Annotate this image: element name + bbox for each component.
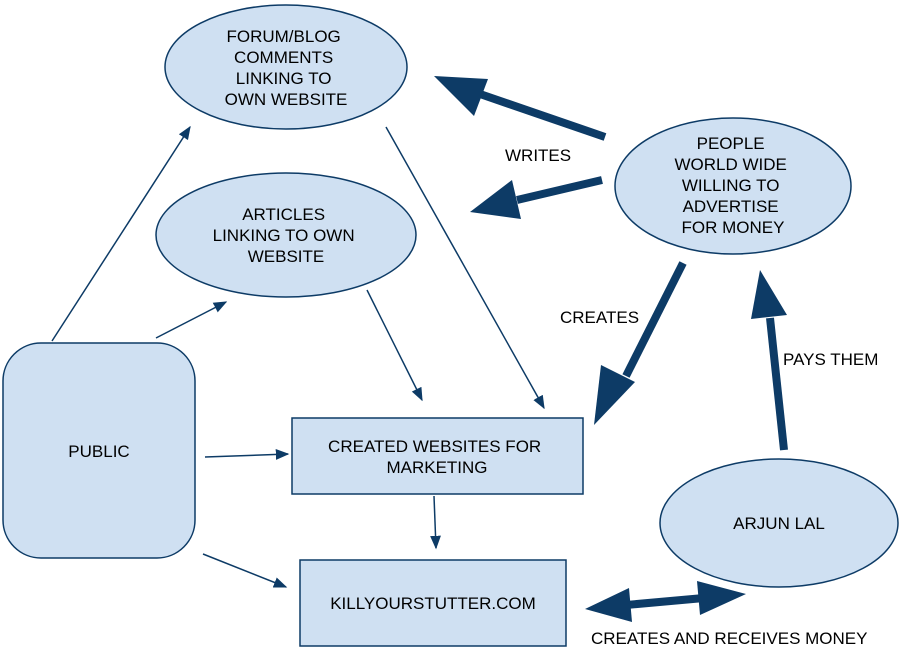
thick-double-arrow-killyourstutter-arjun xyxy=(585,581,746,622)
people-line-1: PEOPLE xyxy=(697,134,765,153)
svg-text:ARJUN LAL: ARJUN LAL xyxy=(733,514,825,533)
svg-text:PEOPLE WORLD WIDE: PEOPLE WORLD WIDE WILLING TO ADVERTISE F… xyxy=(674,134,791,237)
label-writes: WRITES xyxy=(505,146,571,165)
people-line-5: FOR MONEY xyxy=(682,218,785,237)
label-pays-them: PAYS THEM xyxy=(783,350,878,369)
svg-text:PUBLIC: PUBLIC xyxy=(68,442,129,461)
thick-arrow-people-to-forum xyxy=(434,76,607,141)
node-articles: ARTICLES LINKING TO OWN WEBSITE xyxy=(155,172,417,298)
arrow-public-to-forum xyxy=(51,125,191,342)
public-label: PUBLIC xyxy=(68,442,129,461)
thick-arrow-people-to-created-websites xyxy=(594,261,687,425)
articles-line-1: ARTICLES xyxy=(242,205,325,224)
forum-line-3: LINKING TO xyxy=(236,69,332,88)
created-websites-line-1: CREATED WEBSITES FOR xyxy=(328,437,541,456)
label-creates: CREATES xyxy=(560,308,639,327)
articles-line-3: WEBSITE xyxy=(248,247,325,266)
node-killyourstutter: KILLYOURSTUTTER.COM xyxy=(299,559,567,647)
articles-line-2: LINKING TO OWN xyxy=(213,226,355,245)
node-forum-blog-comments: FORUM/BLOG COMMENTS LINKING TO OWN WEBSI… xyxy=(164,4,408,130)
forum-line-4: OWN WEBSITE xyxy=(225,90,348,109)
arrow-public-to-articles xyxy=(155,301,228,339)
node-created-websites: CREATED WEBSITES FOR MARKETING xyxy=(291,417,584,495)
people-line-2: WORLD WIDE xyxy=(674,155,786,174)
svg-text:CREATED WEBSITES FOR MAR: CREATED WEBSITES FOR MARKETING xyxy=(328,437,546,477)
arrow-created-websites-to-killyourstutter xyxy=(430,495,441,550)
arjun-label: ARJUN LAL xyxy=(733,514,825,533)
svg-text:ARTICLES LINKING TO OWN: ARTICLES LINKING TO OWN WEBSITE xyxy=(213,205,360,266)
svg-text:FORUM/BLOG COMMENTS: FORUM/BLOG COMMENTS LINKING TO OWN WEBSI… xyxy=(225,27,348,109)
label-creates-and-receives-money: CREATES AND RECEIVES MONEY xyxy=(591,629,867,648)
node-arjun-lal: ARJUN LAL xyxy=(659,458,899,588)
arrow-public-to-killyourstutter xyxy=(202,553,288,588)
thick-arrow-arjun-to-people xyxy=(751,270,788,451)
node-public: PUBLIC xyxy=(2,342,196,559)
people-line-3: WILLING TO xyxy=(682,176,780,195)
arrow-articles-to-created-websites xyxy=(366,289,423,402)
svg-text:KILLYOURSTUTTER.COM: KILLYOURSTUTTER.COM xyxy=(330,594,536,613)
arrow-forum-to-created-websites xyxy=(385,126,545,410)
forum-line-1: FORUM/BLOG xyxy=(226,27,340,46)
people-line-4: ADVERTISE xyxy=(683,197,779,216)
forum-line-2: COMMENTS xyxy=(234,48,333,67)
arrow-public-to-created-websites xyxy=(204,449,290,460)
thick-arrow-people-to-articles xyxy=(470,176,603,219)
created-websites-line-2: MARKETING xyxy=(386,458,487,477)
node-people-world-wide: PEOPLE WORLD WIDE WILLING TO ADVERTISE F… xyxy=(614,117,852,255)
killyourstutter-label: KILLYOURSTUTTER.COM xyxy=(330,594,536,613)
